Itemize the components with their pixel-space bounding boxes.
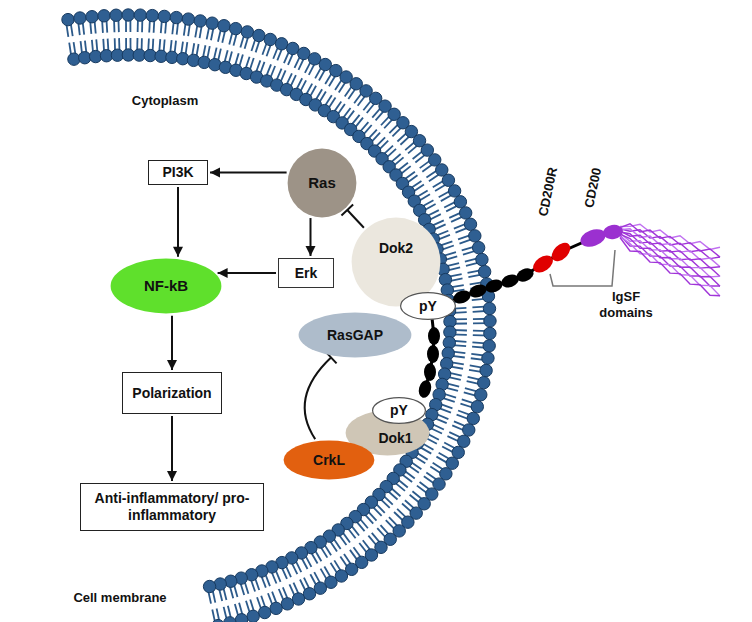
nfkb-ellipse: NF-kB (110, 258, 222, 314)
molecule-label: CD200 (579, 157, 607, 219)
rasgap-ellipse: RasGAP (298, 312, 412, 358)
inhibition-connector (305, 352, 337, 439)
process-box: Erk (278, 258, 334, 288)
crkl-ellipse: CrkL (283, 440, 375, 480)
node-label: Dok2 (379, 240, 413, 257)
node-label: Polarization (132, 385, 211, 402)
node-label: pY (390, 402, 408, 419)
process-box: PI3K (148, 160, 208, 185)
ras-circle: Ras (287, 148, 357, 218)
node-label: PI3K (162, 164, 193, 181)
region-label: IgSF domains (590, 289, 662, 320)
cd200-tail (620, 224, 720, 296)
arrow-connector (173, 187, 183, 257)
arrow-connector (167, 416, 177, 481)
node-label: Dok1 (378, 430, 412, 447)
cell-membrane (62, 9, 496, 622)
igsf-bracket (550, 250, 615, 286)
node-label: RasGAP (327, 327, 383, 344)
arrow-connector (167, 316, 177, 370)
process-box: Anti-inflammatory/ pro-inflammatory (80, 483, 264, 531)
arrow-connector (306, 218, 316, 256)
node-label: Ras (308, 174, 336, 192)
arrow-connector (210, 168, 287, 178)
region-label: Cytoplasm (100, 93, 230, 109)
node-label: pY (419, 298, 437, 315)
arrow-connector (218, 268, 276, 278)
region-label: Cell membrane (60, 590, 180, 606)
node-label: Anti-inflammatory/ pro-inflammatory (90, 490, 255, 524)
node-label: CrkL (313, 452, 345, 469)
process-box: Polarization (122, 372, 222, 414)
node-label: Erk (295, 265, 318, 282)
py-oval: pY (400, 292, 456, 320)
py-oval: pY (372, 397, 426, 424)
molecule-label: CD200R (533, 156, 563, 228)
node-label: NF-kB (144, 277, 188, 295)
